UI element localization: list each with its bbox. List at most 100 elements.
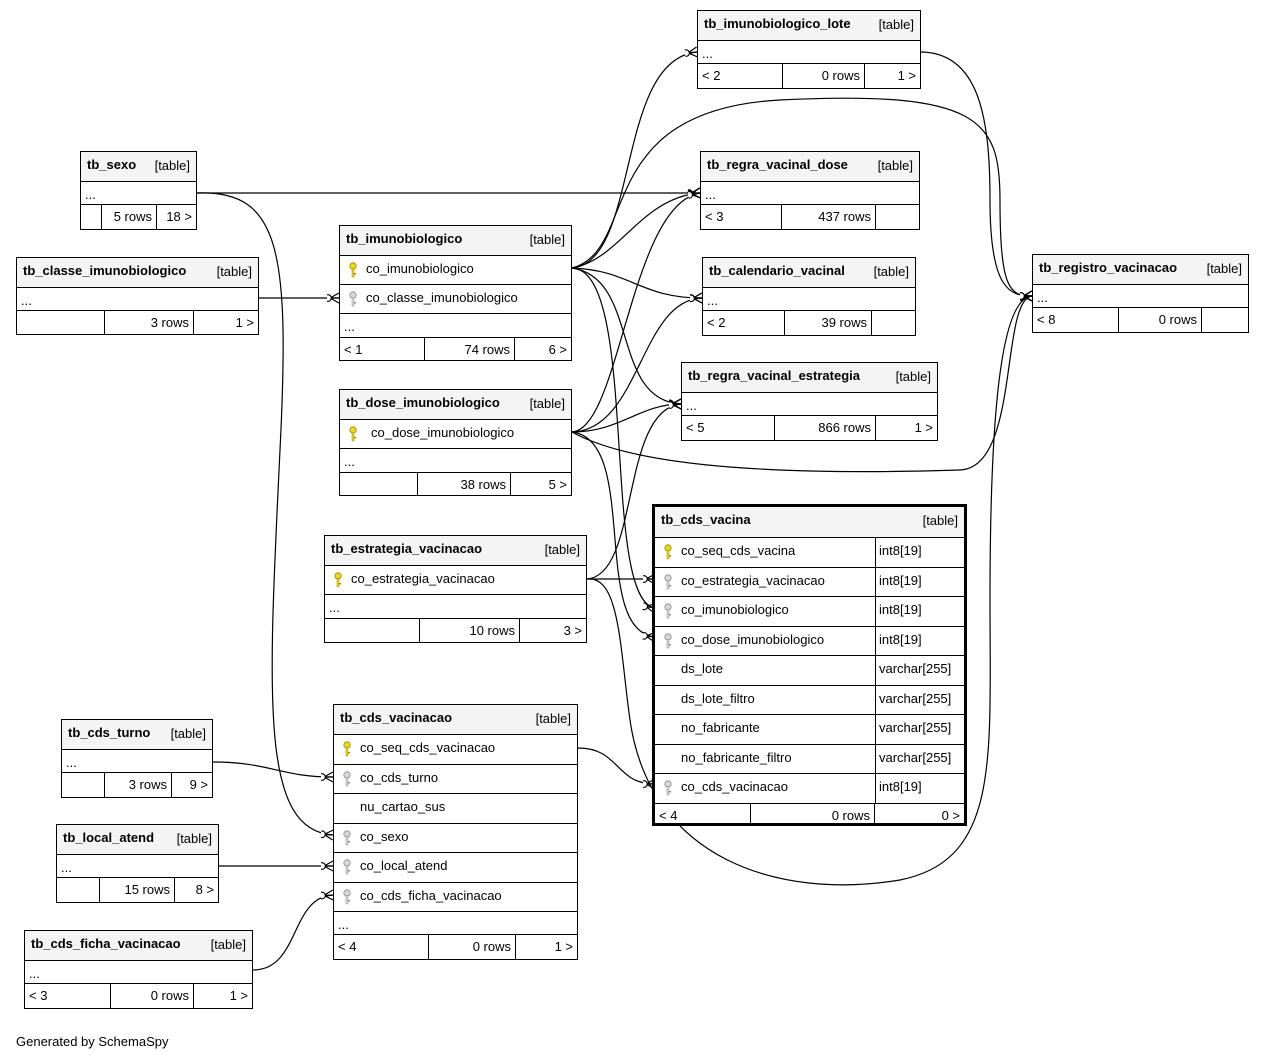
row-count: 0 rows — [429, 935, 516, 959]
table-tb-calendario-vacinal[interactable]: tb_calendario_vacinal [table] ... < 2 39… — [702, 257, 916, 336]
table-type: [table] — [873, 264, 909, 279]
table-name: tb_sexo — [87, 157, 137, 172]
children-count: 1 > — [914, 420, 933, 435]
column-name: ds_lote — [681, 661, 723, 676]
rel-turno-vacinacao — [212, 761, 333, 777]
table-tb-cds-ficha-vacinacao[interactable]: tb_cds_ficha_vacinacao [table] ... < 3 0… — [24, 930, 253, 1009]
column-name: co_seq_cds_vacinacao — [360, 740, 496, 755]
column-ellipsis: ... — [340, 449, 571, 473]
table-name: tb_regra_vacinal_estrategia — [688, 368, 860, 383]
column-type: varchar[255] — [875, 715, 964, 744]
table-footer: < 3 437 rows — [701, 205, 919, 229]
table-name: tb_cds_vacina — [661, 512, 751, 527]
children-count — [872, 311, 915, 335]
primary-key-icon — [334, 572, 342, 588]
table-tb-regra-vacinal-estrategia[interactable]: tb_regra_vacinal_estrategia [table] ... … — [681, 362, 938, 441]
parents-count: < 3 — [25, 984, 111, 1008]
rel-imuno-lote — [571, 52, 697, 269]
table-header: tb_imunobiologico [table] — [340, 226, 571, 256]
table-type: [table] — [529, 396, 565, 411]
column-type: varchar[255] — [875, 656, 964, 685]
column-row: co_seq_cds_vacina int8[19] — [655, 538, 964, 568]
column-name: co_estrategia_vacinacao — [351, 571, 495, 586]
column-ellipsis: ... — [1033, 285, 1248, 308]
ellipsis-text: ... — [338, 917, 349, 932]
row-count: 3 rows — [105, 311, 194, 334]
column-row: co_sexo — [334, 824, 577, 853]
children-count: 8 > — [195, 882, 214, 897]
table-type: [table] — [878, 17, 914, 32]
column-row: co_estrategia_vacinacao int8[19] — [655, 567, 964, 597]
column-ellipsis: ... — [62, 750, 212, 773]
table-name: tb_cds_turno — [68, 725, 151, 740]
table-tb-classe-imunobiologico[interactable]: tb_classe_imunobiologico [table] ... 3 r… — [16, 257, 259, 335]
parents-count: < 2 — [703, 311, 785, 335]
table-tb-local-atend[interactable]: tb_local_atend [table] ... 15 rows 8 > — [56, 824, 219, 903]
column-name: nu_cartao_sus — [360, 799, 446, 814]
table-type: [table] — [154, 158, 190, 173]
row-count: 0 rows — [111, 984, 194, 1008]
column-name: co_imunobiologico — [366, 261, 474, 276]
table-name: tb_regra_vacinal_dose — [707, 157, 848, 172]
row-count: 0 rows — [1119, 308, 1202, 332]
ellipsis-text: ... — [705, 187, 716, 202]
table-tb-regra-vacinal-dose[interactable]: tb_regra_vacinal_dose [table] ... < 3 43… — [700, 151, 920, 230]
table-tb-cds-vacinacao[interactable]: tb_cds_vacinacao [table] co_seq_cds_vaci… — [333, 704, 578, 960]
parents-count: < 3 — [701, 205, 782, 229]
table-footer: < 4 0 rows 1 > — [334, 935, 577, 959]
table-header: tb_sexo [table] — [81, 152, 196, 182]
parents-count: < 1 — [340, 338, 425, 360]
table-tb-imunobiologico[interactable]: tb_imunobiologico [table] co_imunobiolog… — [339, 225, 572, 361]
column-name: co_imunobiologico — [681, 602, 789, 617]
column-type: int8[19] — [875, 626, 964, 655]
table-name: tb_local_atend — [63, 830, 155, 845]
table-tb-cds-vacina[interactable]: tb_cds_vacina [table] co_seq_cds_vacina … — [652, 504, 967, 826]
foreign-key-icon — [343, 859, 351, 875]
ellipsis-text: ... — [61, 860, 72, 875]
table-name: tb_imunobiologico — [346, 231, 463, 246]
table-tb-estrategia-vacinacao[interactable]: tb_estrategia_vacinacao [table] co_estra… — [324, 535, 587, 643]
parents-count — [340, 473, 418, 495]
column-row: no_fabricante_filtro varchar[255] — [655, 744, 964, 774]
column-row: co_cds_vacinacao int8[19] — [655, 774, 964, 804]
table-header: tb_imunobiologico_lote [table] — [698, 11, 920, 41]
table-type: [table] — [922, 513, 958, 528]
table-type: [table] — [877, 158, 913, 173]
foreign-key-icon — [349, 291, 357, 307]
table-tb-registro-vacinacao[interactable]: tb_registro_vacinacao [table] ... < 8 0 … — [1032, 254, 1249, 333]
table-header: tb_regra_vacinal_estrategia [table] — [682, 363, 937, 393]
ellipsis-text: ... — [29, 966, 40, 981]
column-row: co_seq_cds_vacinacao — [334, 735, 577, 765]
rel-vacinacao-vacina — [577, 747, 655, 784]
column-ellipsis: ... — [340, 314, 571, 338]
table-tb-sexo[interactable]: tb_sexo [table] ... 5 rows 18 > — [80, 151, 197, 230]
parents-count — [81, 205, 102, 229]
foreign-key-icon — [664, 632, 672, 648]
column-ellipsis: ... — [701, 182, 919, 205]
parents-count — [325, 619, 420, 642]
column-row: co_local_atend — [334, 853, 577, 883]
table-header: tb_cds_vacina [table] — [655, 507, 964, 538]
children-count: 1 > — [229, 988, 248, 1003]
column-row: co_cds_ficha_vacinacao — [334, 883, 577, 912]
children-count: 5 > — [548, 477, 567, 492]
table-name: tb_cds_ficha_vacinacao — [31, 936, 181, 951]
table-tb-imunobiologico-lote[interactable]: tb_imunobiologico_lote [table] ... < 2 0… — [697, 10, 921, 89]
column-ellipsis: ... — [682, 393, 937, 416]
table-tb-cds-turno[interactable]: tb_cds_turno [table] ... 3 rows 9 > — [61, 719, 213, 798]
table-tb-dose-imunobiologico[interactable]: tb_dose_imunobiologico [table] co_dose_i… — [339, 389, 572, 496]
row-count: 10 rows — [420, 619, 520, 642]
rel-imuno-regra-dose — [571, 193, 700, 269]
table-name: tb_dose_imunobiologico — [346, 395, 500, 410]
ellipsis-text: ... — [344, 454, 355, 469]
children-count — [1202, 308, 1248, 332]
row-count: 0 rows — [783, 64, 865, 88]
row-count: 866 rows — [775, 416, 876, 440]
children-count: 3 > — [563, 623, 582, 638]
table-type: [table] — [176, 831, 212, 846]
column-name: co_estrategia_vacinacao — [681, 572, 825, 588]
table-header: tb_cds_ficha_vacinacao [table] — [25, 931, 252, 961]
row-count: 39 rows — [785, 311, 872, 335]
column-name: no_fabricante — [681, 720, 760, 735]
column-ellipsis: ... — [81, 182, 196, 205]
